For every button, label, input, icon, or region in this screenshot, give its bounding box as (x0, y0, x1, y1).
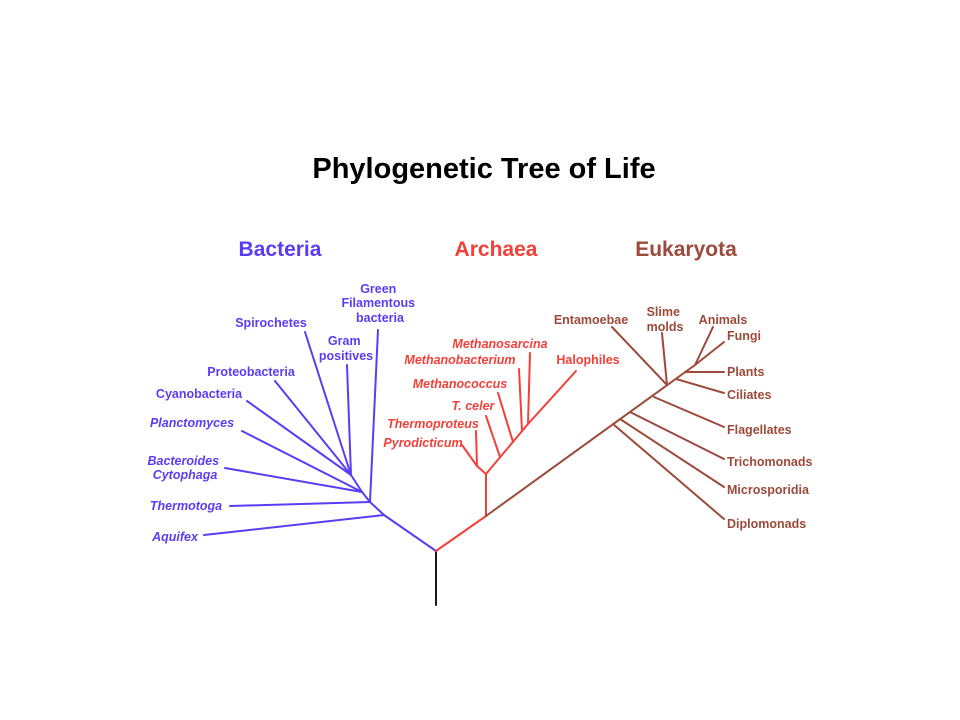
leaf-label-bacteroides-line1: Bacteroides (147, 454, 219, 468)
domain-label-bacteria: Bacteria (239, 238, 322, 261)
bacteria-stem (383, 514, 437, 552)
leaf-label-diplomonads: Diplomonads (727, 517, 806, 531)
domain-label-archaea: Archaea (455, 238, 538, 261)
leaf-label-slime-molds: Slime molds (647, 305, 684, 334)
archaea-branches (435, 352, 577, 552)
branch-halophiles (527, 370, 577, 425)
leaf-label-green-filamentous-line3: bacteria (356, 311, 405, 325)
bacteria-internal-3 (350, 474, 363, 493)
branch-thermotoga (229, 501, 371, 507)
branch-slime-molds (661, 332, 668, 386)
leaf-label-slime-molds-line1: Slime (647, 305, 680, 319)
archaea-internal-2 (476, 465, 487, 475)
leaf-label-t-celer: T. celer (452, 399, 496, 413)
branch-methanococcus (497, 392, 514, 443)
leaf-label-thermoproteus: Thermoproteus (387, 417, 479, 431)
domain-label-eukaryota: Eukaryota (635, 238, 737, 261)
branch-ciliates (675, 378, 725, 394)
leaf-label-green-filamentous-line1: Green (360, 282, 396, 296)
leaf-label-trichomonads: Trichomonads (727, 455, 812, 469)
leaf-label-animals: Animals (699, 313, 748, 327)
leaf-label-entamoebae: Entamoebae (554, 313, 628, 327)
branch-gram-positives (346, 364, 352, 476)
leaf-label-gram-positives-line1: Gram (328, 334, 361, 348)
eukaryota-labels: Entamoebae Slime molds Animals Fungi Pla… (554, 305, 813, 531)
leaf-label-cyanobacteria: Cyanobacteria (156, 387, 243, 401)
archaea-labels: Methanosarcina Methanobacterium Halophil… (383, 337, 619, 450)
branch-thermoproteus (475, 430, 478, 467)
branch-spirochetes (304, 331, 352, 476)
leaf-label-aquifex: Aquifex (151, 530, 199, 544)
branch-methanobacterium (518, 368, 523, 432)
leaf-label-planctomyces: Planctomyces (150, 416, 234, 430)
diagram-title: Phylogenetic Tree of Life (312, 153, 655, 185)
archaea-internal-3 (485, 423, 529, 475)
leaf-label-bacteroides: Bacteroides Cytophaga (147, 454, 222, 482)
branch-methanosarcina (527, 352, 531, 425)
leaf-label-bacteroides-line2: Cytophaga (153, 468, 218, 482)
bacteria-internal-2 (361, 491, 371, 503)
branch-flagellates (653, 396, 725, 428)
leaf-label-plants: Plants (727, 365, 765, 379)
branch-planctomyces (241, 430, 363, 493)
branch-trichomonads (629, 411, 725, 460)
eukaryota-stem (485, 364, 696, 517)
bacteria-branches (203, 329, 437, 552)
bacteria-internal-1 (369, 501, 385, 516)
leaf-label-fungi: Fungi (727, 329, 761, 343)
branch-animals (694, 326, 714, 366)
branch-bacteroides (224, 467, 363, 493)
branch-cyanobacteria (246, 400, 352, 476)
branch-diplomonads (612, 423, 725, 520)
branch-aquifex (203, 514, 385, 536)
branch-green-filamentous (369, 329, 379, 503)
branch-fungi (694, 341, 725, 366)
bacteria-labels: Green Filamentous bacteria Spirochetes G… (147, 282, 418, 544)
leaf-label-green-filamentous: Green Filamentous bacteria (341, 282, 418, 325)
eukaryota-branches (485, 326, 725, 520)
leaf-label-proteobacteria: Proteobacteria (207, 365, 296, 379)
leaf-label-methanobacterium: Methanobacterium (404, 353, 515, 367)
leaf-label-gram-positives-line2: positives (319, 349, 373, 363)
leaf-label-gram-positives: Gram positives (319, 334, 373, 363)
branch-microsporidia (619, 418, 725, 488)
leaf-label-microsporidia: Microsporidia (727, 483, 810, 497)
leaf-label-spirochetes: Spirochetes (235, 316, 307, 330)
branch-pyrodicticum (461, 444, 478, 467)
branch-proteobacteria (274, 380, 352, 476)
leaf-label-slime-molds-line2: molds (647, 320, 684, 334)
leaf-label-halophiles: Halophiles (556, 353, 619, 367)
archaea-stem (435, 515, 487, 552)
leaf-label-methanosarcina: Methanosarcina (452, 337, 547, 351)
leaf-label-thermotoga: Thermotoga (150, 499, 222, 513)
leaf-label-pyrodicticum: Pyrodicticum (383, 436, 462, 450)
branch-t-celer (485, 415, 501, 458)
leaf-label-green-filamentous-line2: Filamentous (341, 296, 415, 310)
leaf-label-flagellates: Flagellates (727, 423, 792, 437)
leaf-label-methanococcus: Methanococcus (413, 377, 508, 391)
leaf-label-ciliates: Ciliates (727, 388, 772, 402)
branch-entamoebae (611, 326, 668, 386)
